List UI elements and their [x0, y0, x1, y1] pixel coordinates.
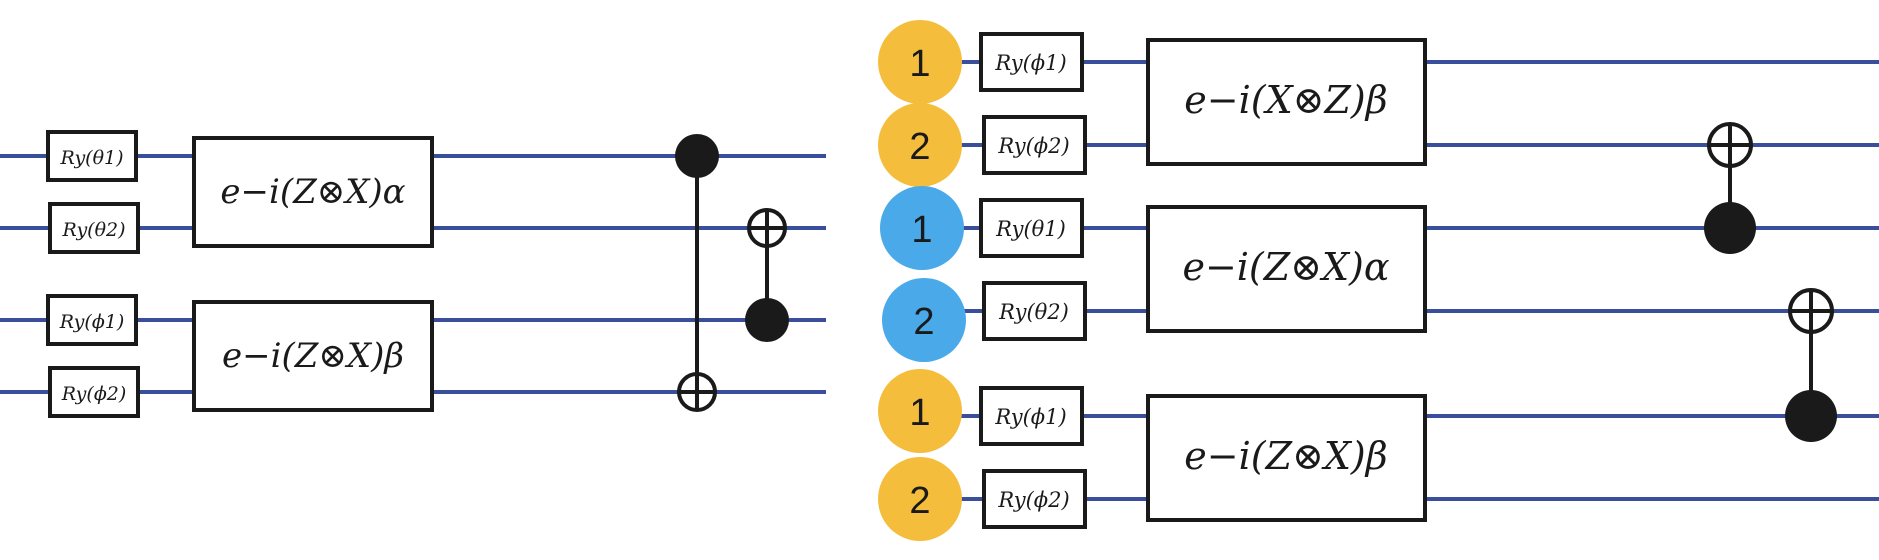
gate-label: Ry(θ2): [998, 300, 1069, 324]
qubit-label: 1: [909, 392, 930, 434]
control-dot: [745, 298, 789, 342]
gate-label: e−i(Z⊗X)α: [220, 172, 405, 212]
qubit-circle-5: 1: [878, 369, 962, 453]
gate-label: Ry(ϕ2): [61, 383, 127, 405]
qubit-label: 1: [909, 43, 930, 85]
right-ry-gate-6: Ry(ϕ2): [982, 469, 1087, 529]
gate-label: Ry(ϕ2): [997, 134, 1069, 158]
gate-label: Ry(θ1): [995, 217, 1066, 241]
left-ry-gate-3: Ry(ϕ1): [46, 294, 138, 346]
right-ry-gate-3: Ry(θ1): [979, 198, 1084, 258]
right-circuit: 1 2 1 2 1 2 Ry(ϕ1) Ry(ϕ2): [878, 20, 1879, 541]
qubit-circle-2: 2: [878, 103, 962, 187]
right-ry-gate-5: Ry(ϕ1): [979, 386, 1084, 446]
qubit-label: 2: [909, 480, 930, 522]
gate-label: Ry(θ2): [61, 219, 125, 241]
gate-label: e−i(X⊗Z)β: [1184, 78, 1387, 122]
gate-label: e−i(Z⊗X)β: [1184, 434, 1387, 478]
right-ry-gate-4: Ry(θ2): [982, 281, 1087, 341]
gate-label: Ry(ϕ1): [59, 311, 125, 333]
left-entangling-gate-beta: e−i(Z⊗X)β: [192, 300, 434, 412]
gate-label: e−i(Z⊗X)α: [1182, 245, 1389, 289]
gate-label: Ry(θ1): [59, 147, 123, 169]
control-dot: [675, 134, 719, 178]
qubit-circle-1: 1: [878, 20, 962, 104]
qubit-circle-4: 2: [882, 278, 966, 362]
right-entangling-gate-zx-alpha: e−i(Z⊗X)α: [1146, 205, 1427, 333]
left-circuit: Ry(θ1) Ry(θ2) Ry(ϕ1) Ry(ϕ2) e−i(Z⊗X)α e−…: [0, 130, 826, 418]
right-entangling-gate-zx-beta: e−i(Z⊗X)β: [1146, 394, 1427, 522]
gate-label: Ry(ϕ2): [997, 488, 1069, 512]
qubit-circle-6: 2: [878, 457, 962, 541]
left-ry-gate-4: Ry(ϕ2): [48, 366, 140, 418]
left-entangling-gate-alpha: e−i(Z⊗X)α: [192, 136, 434, 248]
qubit-circle-3: 1: [880, 186, 964, 270]
left-ry-gate-2: Ry(θ2): [48, 202, 140, 254]
control-dot: [1704, 202, 1756, 254]
gate-label: Ry(ϕ1): [994, 51, 1066, 75]
left-cnot-short: [745, 208, 789, 342]
qubit-label: 2: [913, 301, 934, 343]
qubit-label: 2: [909, 126, 930, 168]
gate-label: e−i(Z⊗X)β: [222, 336, 404, 376]
right-cnot-1: [1704, 122, 1756, 254]
qubit-label: 1: [911, 209, 932, 251]
right-ry-gate-2: Ry(ϕ2): [982, 115, 1087, 175]
left-cnot-long: [675, 134, 719, 412]
right-ry-gate-1: Ry(ϕ1): [979, 32, 1084, 92]
right-cnot-2: [1785, 288, 1837, 442]
gate-label: Ry(ϕ1): [994, 405, 1066, 429]
left-ry-gate-1: Ry(θ1): [46, 130, 138, 182]
control-dot: [1785, 390, 1837, 442]
right-entangling-gate-xz-beta: e−i(X⊗Z)β: [1146, 38, 1427, 166]
